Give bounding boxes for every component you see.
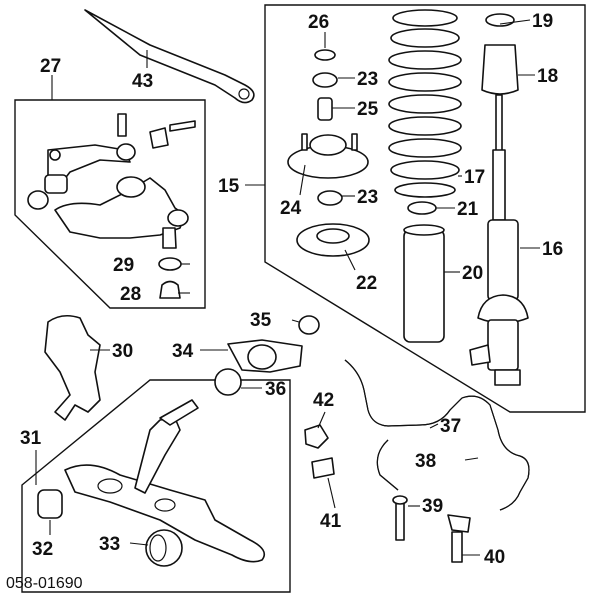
callout-39: 39 [422,496,443,517]
callout-21: 21 [457,199,479,220]
knuckle-30 [44,314,101,421]
collar-35 [298,315,320,335]
bushing-23-upper [312,72,338,88]
callout-41: 41 [320,511,342,532]
callout-35: 35 [250,310,272,331]
bushing-33 [145,529,183,567]
callout-32: 32 [32,539,53,560]
callout-16: 16 [542,239,563,260]
callout-31: 31 [20,428,42,449]
callout-28: 28 [120,284,141,305]
stopper-19 [485,13,515,27]
lower-control-arm [64,399,266,563]
clamp-42 [304,424,329,449]
coil-spring [388,9,462,198]
callout-29: 29 [113,255,134,276]
stabilizer-bar-lower [376,439,399,491]
callout-23-upper: 23 [357,69,378,90]
stabilizer-bar-inner [344,359,530,511]
dust-boot-20 [403,224,445,343]
callout-43: 43 [132,71,153,92]
seal-ring-29 [158,257,182,271]
callout-22: 22 [356,273,377,294]
callout-20: 20 [462,263,483,284]
callout-18: 18 [537,66,558,87]
callout-34: 34 [172,341,194,362]
callout-26: 26 [308,12,329,33]
bushing-23-lower [317,190,343,206]
callout-36: 36 [265,379,286,400]
bump-stop-18 [481,44,519,95]
stabilizer-bar-lower-inner [376,439,399,491]
upper-arm-group-frame [14,99,206,309]
callout-19: 19 [532,11,553,32]
stabilizer-link-43 [84,9,255,104]
collar-25 [317,97,333,121]
washer-26 [314,49,336,61]
bushing-41 [311,457,335,479]
link-end-40 [447,514,471,563]
lower-arm-group-frame [21,379,291,593]
link-39 [392,495,408,541]
callout-37: 37 [440,416,461,437]
spring-seat-22 [296,223,370,257]
callout-27: 27 [40,56,61,77]
callout-17: 17 [464,167,485,188]
callout-25: 25 [357,99,379,120]
callout-40: 40 [484,547,505,568]
callout-38: 38 [415,451,436,472]
callout-15: 15 [218,176,240,197]
upper-mount-24 [287,133,369,179]
strut-group-frame [264,4,586,413]
callout-24: 24 [280,198,302,219]
bushing-36 [214,368,242,396]
upper-control-arm [27,113,196,249]
callout-30: 30 [112,341,133,362]
leader-lines [35,19,540,556]
callout-23-lower: 23 [357,187,378,208]
callout-33: 33 [99,534,120,555]
diagram-code: 058-01690 [6,575,83,592]
boot-28 [159,280,181,299]
shock-absorber-16 [469,94,529,386]
callout-42: 42 [313,390,334,411]
washer-21 [407,201,437,215]
bushing-32 [37,489,63,519]
bushing-34 [247,344,277,370]
